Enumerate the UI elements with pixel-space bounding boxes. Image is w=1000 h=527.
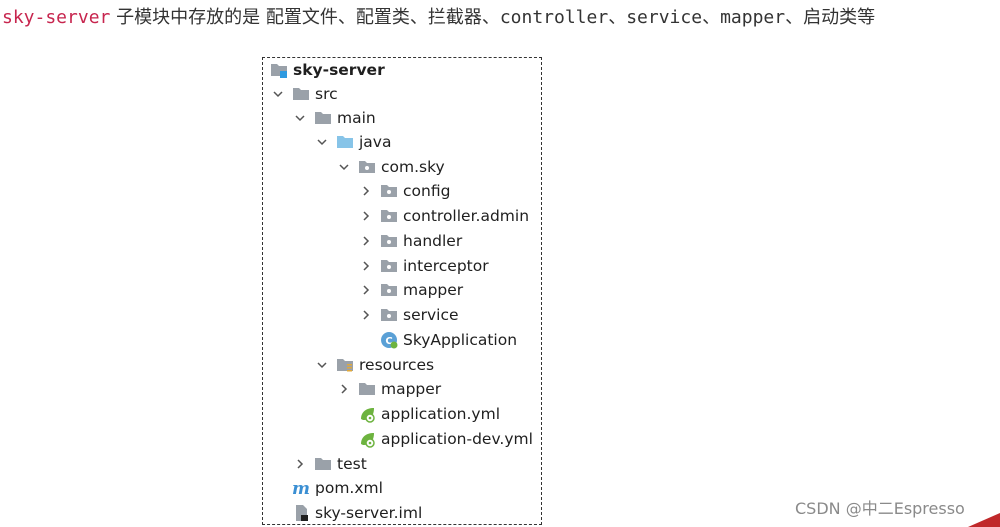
package-icon (380, 207, 398, 225)
tree-item-label: sky-server (293, 61, 385, 79)
chevron-right-icon[interactable] (336, 381, 352, 397)
folder-icon (314, 109, 332, 127)
corner-decoration (968, 513, 1000, 527)
package-icon (380, 232, 398, 250)
module-name-code: sky-server (2, 7, 111, 28)
tree-item-label: application.yml (381, 405, 501, 423)
chevron-right-icon[interactable] (358, 208, 374, 224)
chevron-right-icon[interactable] (358, 233, 374, 249)
intro-sep-2: 、 (702, 7, 721, 28)
tree-item-src[interactable]: src (270, 82, 338, 106)
maven-icon: m (292, 479, 310, 497)
chevron-right-icon[interactable] (292, 456, 308, 472)
svg-text:m: m (292, 479, 310, 497)
tree-item-com-sky[interactable]: com.sky (336, 155, 445, 179)
chevron-right-icon[interactable] (358, 183, 374, 199)
tree-item-label: resources (359, 356, 435, 374)
tree-item-label: service (403, 306, 459, 324)
tree-item-controller-admin[interactable]: controller.admin (358, 204, 529, 228)
tree-item-interceptor[interactable]: interceptor (358, 254, 489, 278)
folder-icon (314, 455, 332, 473)
tree-item-handler[interactable]: handler (358, 229, 462, 253)
resources-folder-icon (336, 356, 354, 374)
tree-item-resources[interactable]: resources (314, 353, 434, 377)
tree-item-resources-mapper[interactable]: mapper (336, 377, 441, 401)
package-icon (380, 281, 398, 299)
intro-line: sky-server 子模块中存放的是 配置文件、配置类、拦截器、control… (2, 6, 875, 30)
tree-item-service[interactable]: service (358, 303, 459, 327)
tree-item-label: com.sky (381, 158, 445, 176)
intro-service-code: service (626, 7, 703, 28)
tree-item-label: test (337, 455, 367, 473)
chevron-down-icon[interactable] (292, 110, 308, 126)
chevron-down-icon[interactable] (314, 357, 330, 373)
chevron-down-icon[interactable] (270, 86, 286, 102)
tree-item-main[interactable]: main (292, 106, 376, 130)
tree-item-label: pom.xml (315, 479, 383, 497)
tree-item-label: sky-server.iml (315, 504, 423, 522)
tree-item-sky-server[interactable]: sky-server (270, 58, 385, 82)
project-tree: sky-server src main java com.sky config … (262, 57, 542, 525)
tree-item-label: main (337, 109, 376, 127)
chevron-right-icon[interactable] (358, 307, 374, 323)
intro-text-2: 、启动类等 (785, 7, 876, 28)
source-folder-icon (336, 133, 354, 151)
tree-item-label: handler (403, 232, 463, 250)
tree-item-label: java (359, 133, 392, 151)
intro-controller-code: controller (499, 7, 609, 28)
tree-item-test[interactable]: test (292, 452, 367, 476)
tree-item-pom-xml[interactable]: m pom.xml (270, 476, 383, 500)
svg-text:C: C (385, 336, 392, 347)
tree-item-label: interceptor (403, 257, 489, 275)
chevron-down-icon[interactable] (336, 159, 352, 175)
tree-item-sky-server-iml[interactable]: sky-server.iml (270, 501, 422, 525)
tree-item-label: src (315, 85, 338, 103)
package-icon (358, 158, 376, 176)
tree-item-sky-application[interactable]: C SkyApplication (358, 328, 517, 352)
tree-item-application-dev-yml[interactable]: application-dev.yml (336, 427, 533, 451)
folder-icon (358, 380, 376, 398)
csdn-watermark: CSDN @中二Espresso (795, 499, 965, 518)
package-icon (380, 182, 398, 200)
iml-file-icon (292, 504, 310, 522)
spring-boot-class-icon: C (380, 331, 398, 349)
spring-config-icon (358, 430, 376, 448)
intro-sep-1: 、 (608, 7, 627, 28)
tree-item-config[interactable]: config (358, 179, 450, 203)
spring-config-icon (358, 405, 376, 423)
chevron-right-icon[interactable] (358, 282, 374, 298)
module-folder-icon (270, 61, 288, 79)
tree-item-application-yml[interactable]: application.yml (336, 402, 500, 426)
intro-text-1: 子模块中存放的是 配置文件、配置类、拦截器、 (110, 7, 500, 28)
package-icon (380, 257, 398, 275)
tree-item-label: controller.admin (403, 207, 530, 225)
tree-item-label: mapper (381, 380, 442, 398)
chevron-down-icon[interactable] (314, 134, 330, 150)
chevron-right-icon[interactable] (358, 258, 374, 274)
tree-item-mapper[interactable]: mapper (358, 278, 463, 302)
tree-item-label: mapper (403, 281, 464, 299)
tree-item-label: config (403, 182, 451, 200)
tree-item-label: application-dev.yml (381, 430, 533, 448)
package-icon (380, 306, 398, 324)
tree-item-java[interactable]: java (314, 130, 391, 154)
folder-icon (292, 85, 310, 103)
tree-item-label: SkyApplication (403, 331, 518, 349)
intro-mapper-code: mapper (720, 7, 786, 28)
